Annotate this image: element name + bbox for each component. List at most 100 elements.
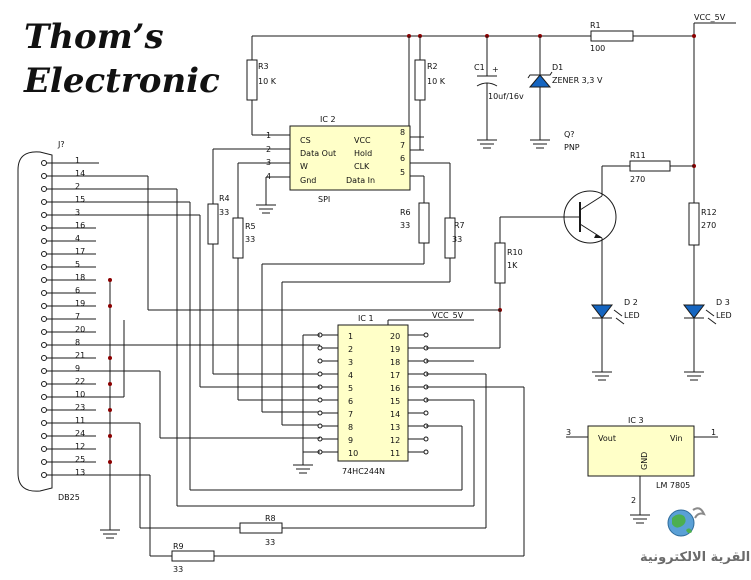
ic1-right-pin-numbers: 20 19 18 17 16 15 14 13 12 11 <box>390 332 400 458</box>
r1-label: R1 <box>590 21 601 30</box>
db25-pins <box>41 160 96 478</box>
d3-type: LED <box>716 311 732 320</box>
ic2-pin-name: Data In <box>346 176 375 185</box>
db25-pin-socket <box>41 290 47 296</box>
db25-pin-socket <box>41 394 47 400</box>
db25-pin-socket <box>41 407 47 413</box>
ic1-left-pin-numbers: 1 2 3 4 5 6 7 8 9 10 <box>348 332 358 458</box>
db25-pin-num: 1 <box>75 156 80 165</box>
resistor-r9 <box>171 550 215 562</box>
db25-pin-num: 16 <box>75 221 85 230</box>
ic1-pin-num: 17 <box>390 371 400 380</box>
ic2-pin-name: W <box>300 162 308 171</box>
ic3-vout: Vout <box>598 434 616 443</box>
db25-pin-num: 5 <box>75 260 80 269</box>
j-label: J? <box>57 140 65 149</box>
ic1-pin-num: 12 <box>390 436 400 445</box>
led-d3 <box>682 304 717 381</box>
ic1-pin-terminal <box>317 410 323 416</box>
r3-value: 10 K <box>258 77 277 86</box>
q-type: PNP <box>564 143 580 152</box>
ic2-pin-name: Hold <box>354 149 372 158</box>
db25-pin-num: 17 <box>75 247 85 256</box>
resistor-r2 <box>408 36 426 151</box>
resistor-r10 <box>494 242 506 312</box>
c1-value: 10uf/16v <box>488 92 524 101</box>
ic2-part: SPI <box>318 195 330 204</box>
q-label: Q? <box>564 130 575 139</box>
ic1-pin-num: 9 <box>348 436 353 445</box>
ic2-pin-num: 7 <box>400 141 405 150</box>
brand-line2: Electronic <box>23 61 220 101</box>
ic2-label: IC 2 <box>320 115 336 124</box>
db25-pin-socket <box>41 329 47 335</box>
db25-label: DB25 <box>58 493 80 502</box>
db25-pin-socket <box>41 160 47 166</box>
r2-label: R2 <box>427 62 438 71</box>
db25-right-pin-numbers: 14 15 16 17 18 19 20 21 22 23 24 25 <box>75 169 85 464</box>
db25-pin-socket <box>41 303 47 309</box>
db25-pin-num: 3 <box>75 208 80 217</box>
ic1-pin-stubs <box>317 332 429 455</box>
ic2-pin-name: Data Out <box>300 149 336 158</box>
ic1-pin-num: 15 <box>390 397 400 406</box>
ic1-pin-num: 10 <box>348 449 358 458</box>
db25-pin-socket <box>41 355 47 361</box>
db25-pin-num: 10 <box>75 390 85 399</box>
ic1-pin-terminal <box>317 358 323 364</box>
ic3-part: LM 7805 <box>656 481 690 490</box>
ic1-pin-num: 18 <box>390 358 400 367</box>
db25-pin-socket <box>41 368 47 374</box>
db25-pin-num: 25 <box>75 455 85 464</box>
resistor-r8 <box>239 522 283 534</box>
ic1-gnd <box>293 334 320 474</box>
db25-pin-num: 4 <box>75 234 80 243</box>
db25-pin-socket <box>41 459 47 465</box>
ic2-pin-name: VCC <box>354 136 371 145</box>
db25-pin-socket <box>41 472 47 478</box>
capacitor-c1 <box>476 36 498 149</box>
r7-label: R7 <box>454 221 465 230</box>
resistor-r7 <box>281 217 456 426</box>
ic2-pin-name: Gnd <box>300 176 316 185</box>
brand-line1: Thom’s <box>24 17 164 57</box>
ic1-pin-num: 3 <box>348 358 353 367</box>
db25-pin-num: 20 <box>75 325 85 334</box>
db25-pin-socket <box>41 173 47 179</box>
ic1-pin-terminal <box>317 371 323 377</box>
r12-label: R12 <box>701 208 717 217</box>
d2-type: LED <box>624 311 640 320</box>
r11-value: 270 <box>630 175 645 184</box>
ic2-pin-num: 8 <box>400 128 405 137</box>
db25-pin-socket <box>41 420 47 426</box>
r1-value: 100 <box>590 44 605 53</box>
db25-pin-num: 12 <box>75 442 85 451</box>
r5-label: R5 <box>245 222 256 231</box>
ic1-pin-terminal <box>317 397 323 403</box>
r5-value: 33 <box>245 235 255 244</box>
ic2-pin-num: 6 <box>400 154 405 163</box>
db25-pin-socket <box>41 342 47 348</box>
ic3-vin: Vin <box>670 434 683 443</box>
transistor-q <box>499 165 630 305</box>
ic1-pin-terminal <box>423 449 429 455</box>
ic1-pin-num: 19 <box>390 345 400 354</box>
ic1-body <box>337 319 474 462</box>
ic1-pin-num: 8 <box>348 423 353 432</box>
ic1-pin-num: 2 <box>348 345 353 354</box>
ic2-pin-num: 5 <box>400 168 405 177</box>
r10-value: 1K <box>507 261 518 270</box>
zener-d1 <box>527 36 553 149</box>
c1-label: C1 <box>474 63 485 72</box>
vcc-ic1-label: VCC_5V <box>432 311 464 320</box>
db25-pin-num: 9 <box>75 364 80 373</box>
ic1-pin-num: 13 <box>390 423 400 432</box>
db25-pin-socket <box>41 212 47 218</box>
db25-pin-num: 15 <box>75 195 85 204</box>
r12-value: 270 <box>701 221 716 230</box>
d1-value: ZENER 3,3 V <box>552 76 603 85</box>
watermark-text: القرية الالكترونية <box>640 550 750 565</box>
ic3-pin1: 1 <box>711 428 716 437</box>
db25-pin-socket <box>41 316 47 322</box>
